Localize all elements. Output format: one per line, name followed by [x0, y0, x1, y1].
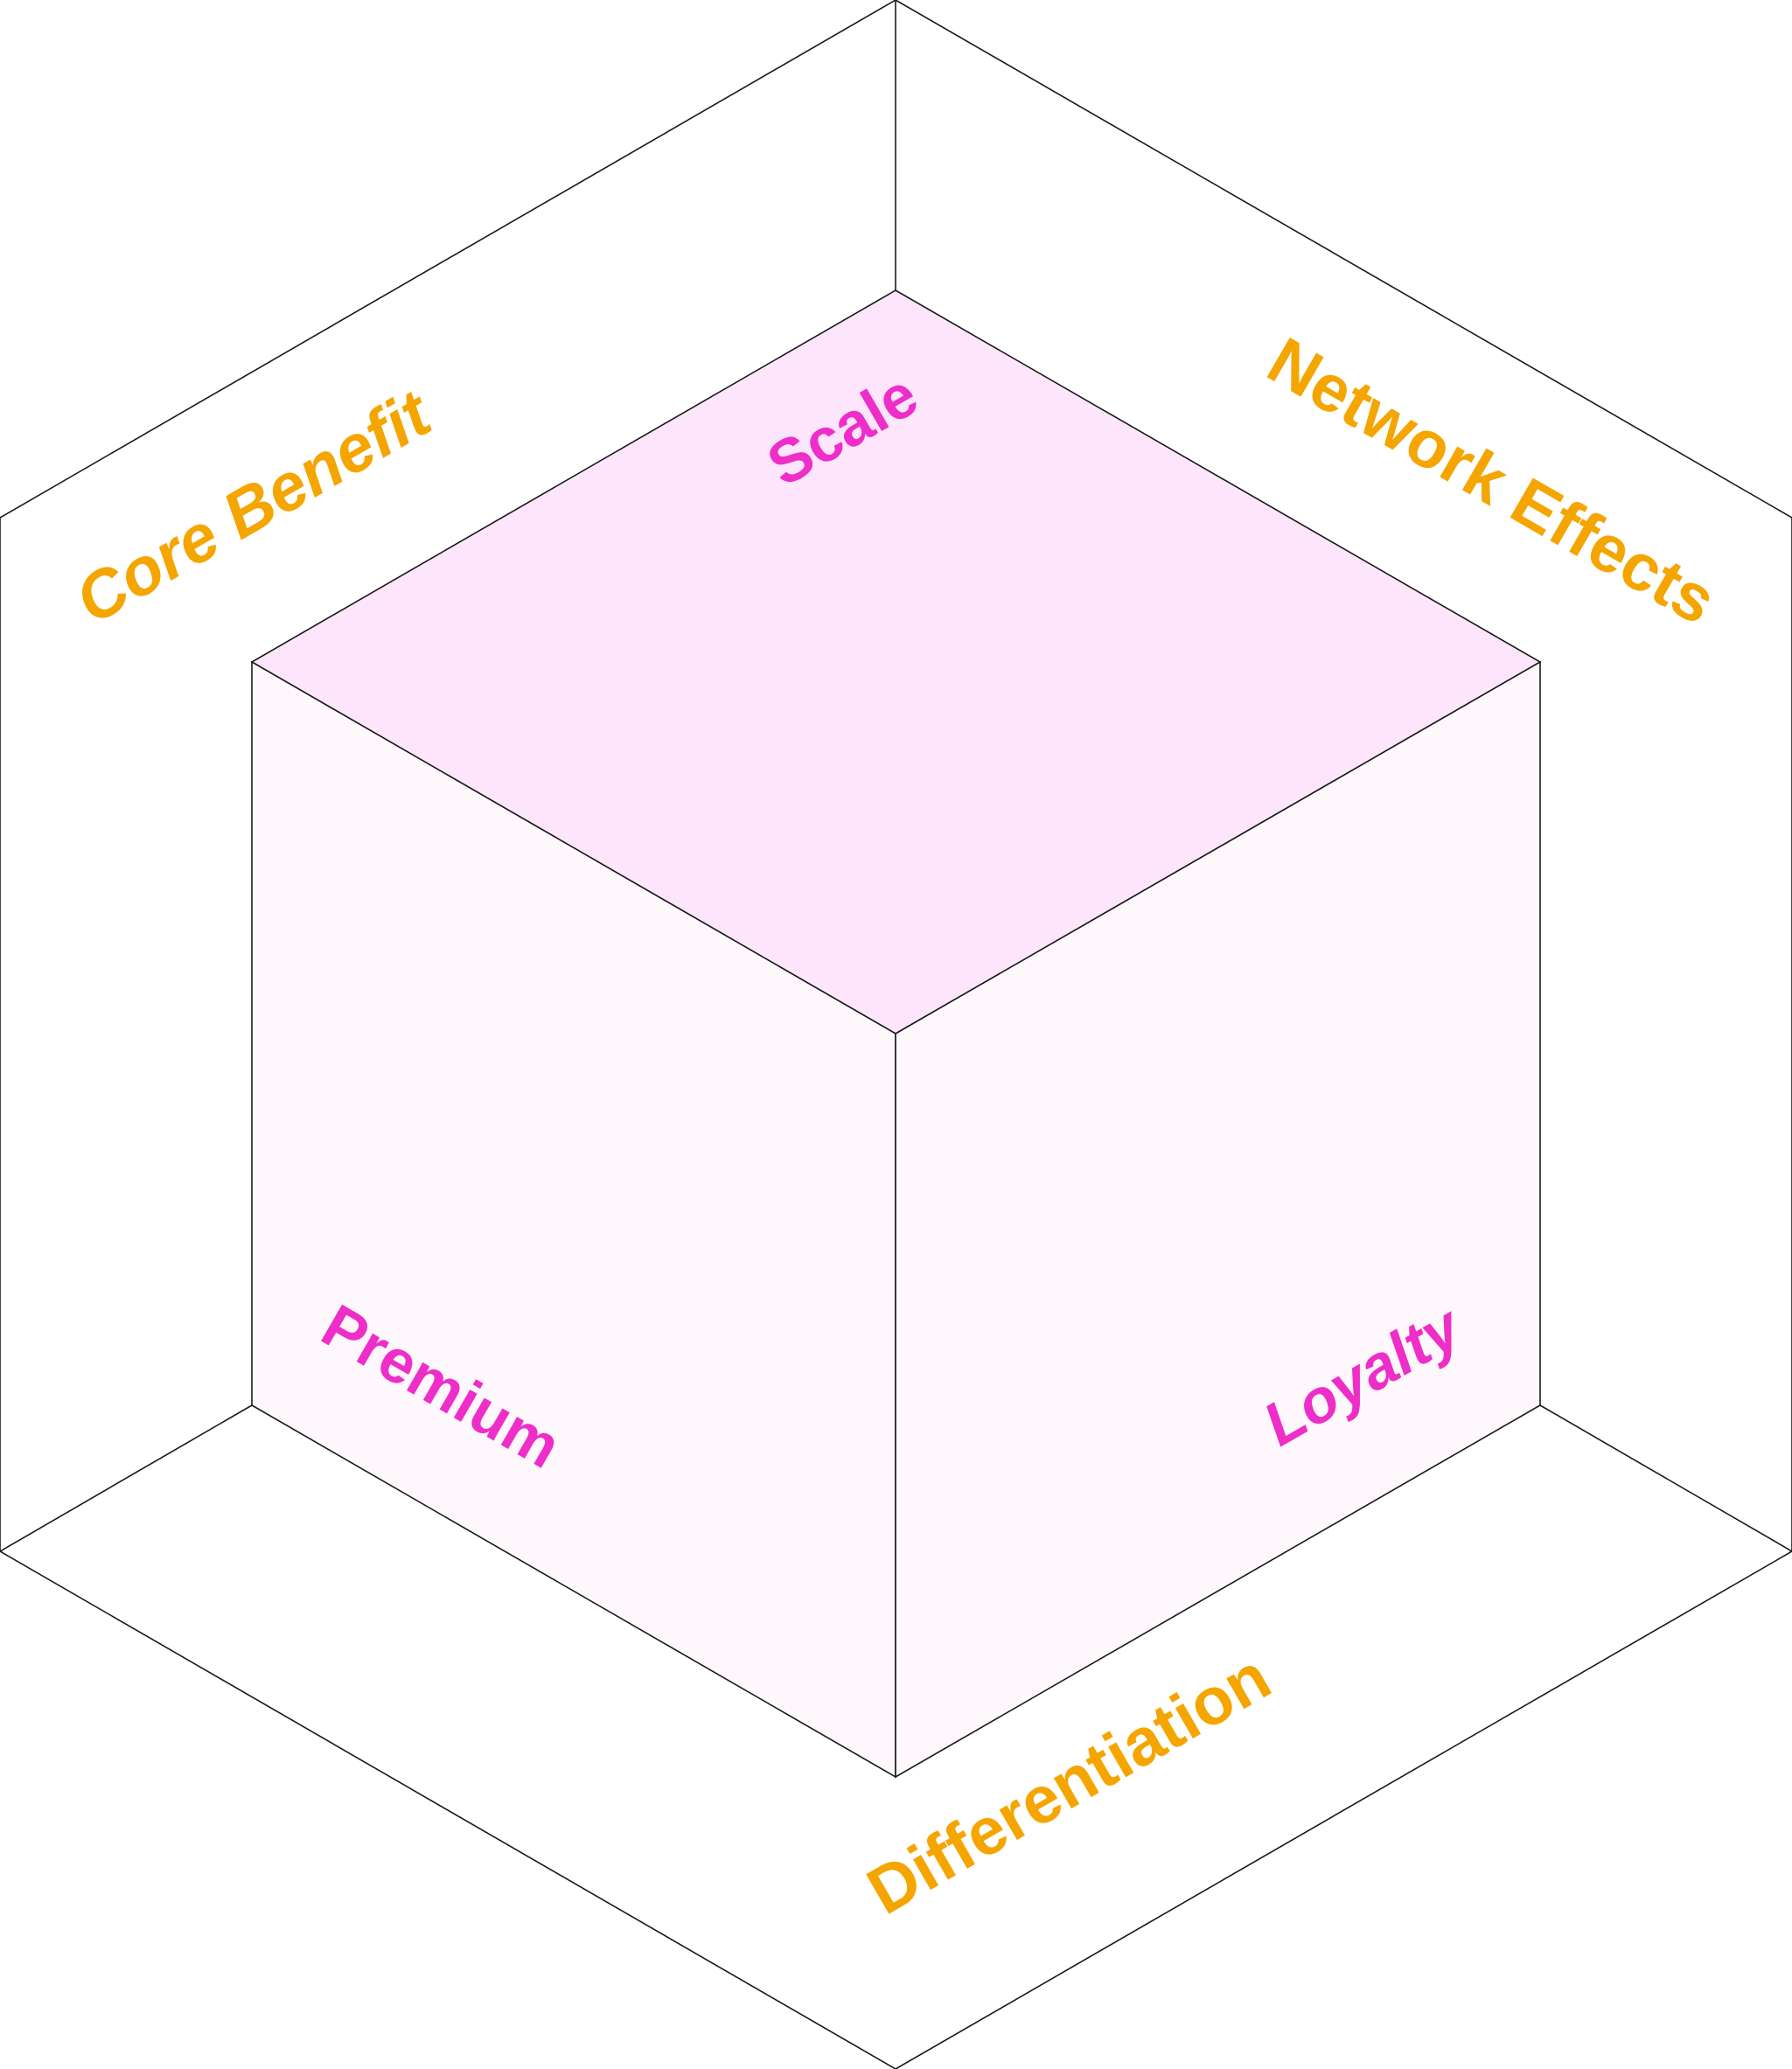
- connector-bottom-left: [0, 1404, 253, 1552]
- connector-bottom-right: [1539, 1404, 1792, 1552]
